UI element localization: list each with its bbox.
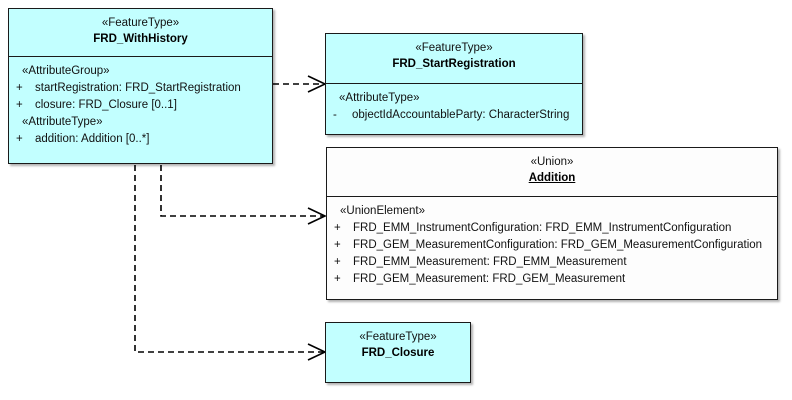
attribute-signature: closure: FRD_Closure [0..1] [35, 99, 177, 111]
class-header-frd-startregistration: «FeatureType» FRD_StartRegistration [326, 34, 582, 84]
attribute-row[interactable]: - objectIdAccountableParty: CharacterStri… [330, 107, 578, 124]
attribute-row[interactable]: + closure: FRD_Closure [0..1] [13, 97, 268, 114]
visibility-marker: + [334, 239, 341, 251]
attribute-row[interactable]: + FRD_EMM_Measurement: FRD_EMM_Measuremen… [331, 254, 773, 271]
attribute-signature: FRD_GEM_MeasurementConfiguration: FRD_GE… [353, 239, 763, 251]
attribute-signature: FRD_EMM_Measurement: FRD_EMM_Measurement [353, 256, 627, 268]
visibility-marker: + [334, 273, 341, 285]
class-header-frd-closure: «FeatureType» FRD_Closure [326, 323, 470, 382]
class-box-frd-withhistory[interactable]: «FeatureType» FRD_WithHistory «Attribute… [8, 8, 273, 164]
attribute-signature: objectIdAccountableParty: CharacterStrin… [352, 109, 570, 121]
class-stereotype: «Union» [530, 156, 574, 168]
class-box-frd-closure[interactable]: «FeatureType» FRD_Closure [325, 322, 471, 383]
attribute-group-label: «AttributeType» [339, 92, 420, 104]
class-box-frd-startregistration[interactable]: «FeatureType» FRD_StartRegistration «Att… [325, 33, 583, 135]
class-name: Addition [528, 172, 576, 184]
attribute-row[interactable]: + startRegistration: FRD_StartRegistratio… [13, 80, 268, 97]
class-attributes-addition: «UnionElement» + FRD_EMM_InstrumentConfig… [327, 197, 777, 293]
class-stereotype: «FeatureType» [359, 331, 437, 343]
class-header-addition: «Union» Addition [327, 148, 777, 197]
attribute-group-label: «UnionElement» [340, 205, 426, 217]
attribute-row[interactable]: + FRD_GEM_MeasurementConfiguration: FRD_G… [331, 237, 773, 254]
visibility-marker: + [334, 256, 341, 268]
class-stereotype: «FeatureType» [101, 17, 180, 29]
connector-withhistory-to-closure [134, 165, 327, 361]
class-name: FRD_Closure [361, 347, 435, 359]
attribute-signature: FRD_GEM_Measurement: FRD_GEM_Measurement [353, 273, 626, 285]
class-attributes-frd-withhistory: «AttributeGroup» + startRegistration: FRD… [9, 57, 272, 153]
class-stereotype: «FeatureType» [415, 42, 493, 54]
attribute-signature: FRD_EMM_InstrumentConfiguration: FRD_EMM… [353, 222, 732, 234]
visibility-marker: + [16, 133, 23, 145]
connector-withhistory-to-startregistration [273, 75, 327, 93]
visibility-marker: + [334, 222, 341, 234]
class-name: FRD_WithHistory [93, 33, 188, 45]
visibility-marker: + [16, 99, 23, 111]
class-box-addition[interactable]: «Union» Addition «UnionElement» + FRD_EMM… [326, 147, 778, 300]
visibility-marker: + [16, 82, 23, 94]
attribute-signature: addition: Addition [0..*] [35, 133, 150, 145]
attribute-group-label: «AttributeGroup» [22, 65, 110, 77]
visibility-marker: - [333, 109, 337, 121]
attribute-row[interactable]: + addition: Addition [0..*] [13, 131, 268, 148]
class-attributes-frd-startregistration: «AttributeType» - objectIdAccountablePart… [326, 84, 582, 129]
connector-withhistory-to-addition [160, 165, 327, 225]
attribute-group-label: «AttributeType» [22, 116, 103, 128]
attribute-row[interactable]: + FRD_GEM_Measurement: FRD_GEM_Measuremen… [331, 271, 773, 288]
attribute-signature: startRegistration: FRD_StartRegistration [35, 82, 241, 94]
attribute-row[interactable]: + FRD_EMM_InstrumentConfiguration: FRD_EM… [331, 220, 773, 237]
class-header-frd-withhistory: «FeatureType» FRD_WithHistory [9, 9, 272, 57]
class-name: FRD_StartRegistration [392, 58, 516, 70]
